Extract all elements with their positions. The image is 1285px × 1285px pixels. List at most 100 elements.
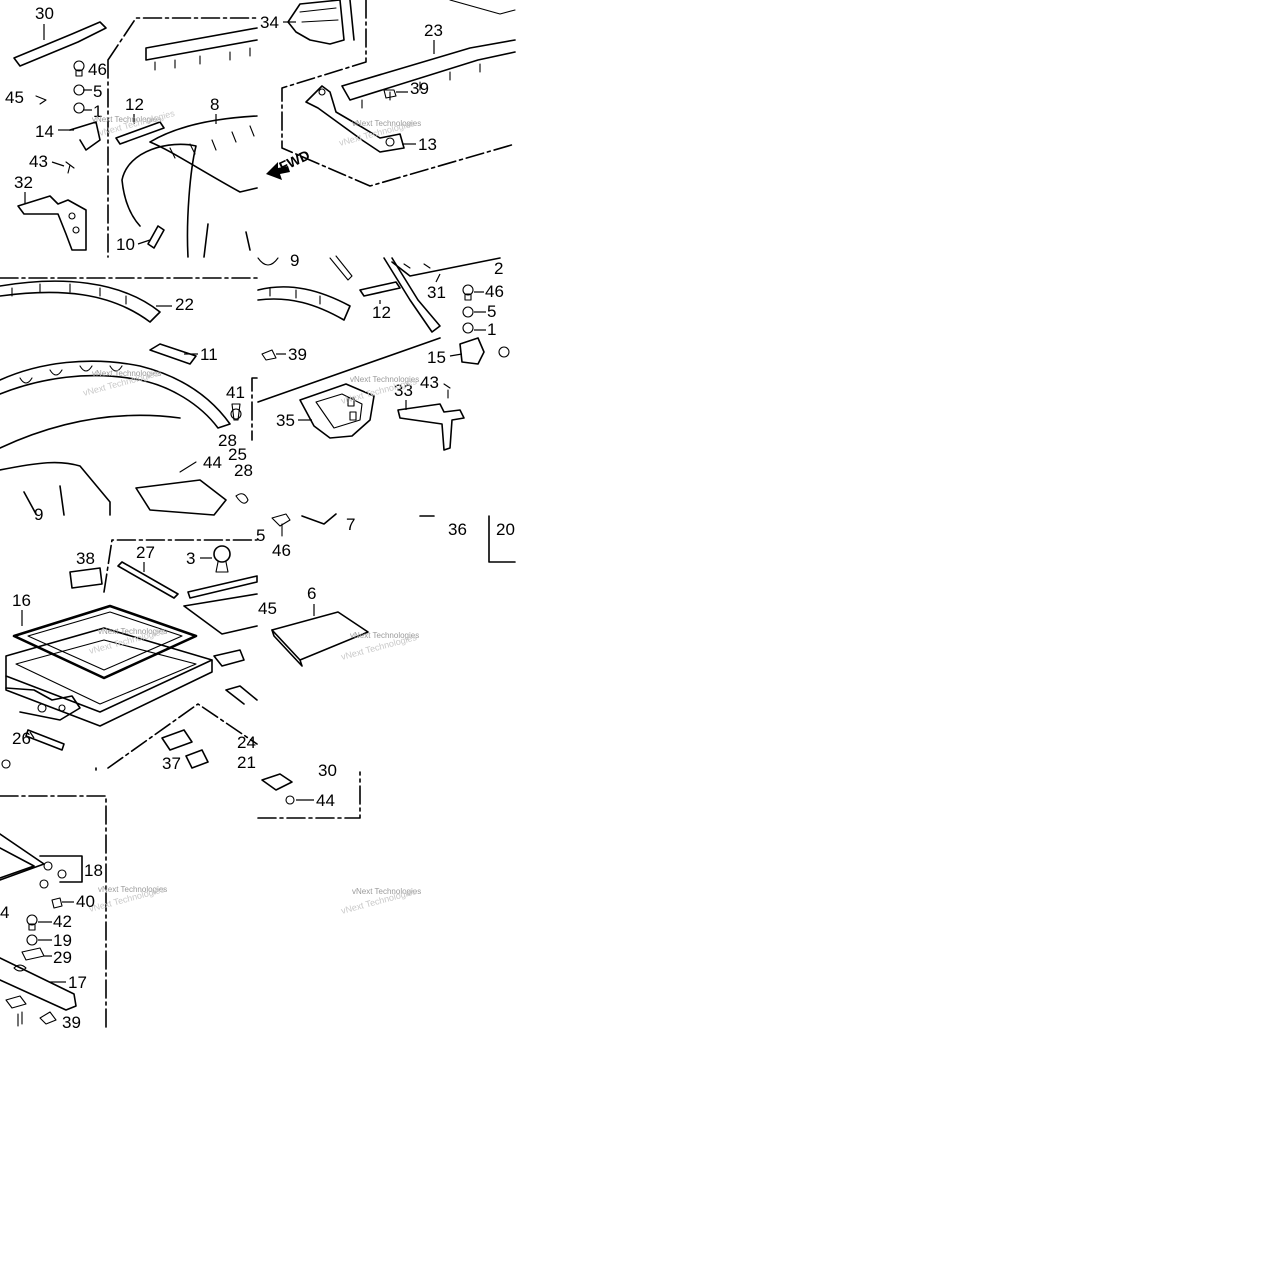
callout-label: 26: [12, 729, 31, 748]
diagram-tile-1: 30 46 5 1 45 14 12 8 43 32 10 vNext Tech…: [5, 4, 258, 258]
part-frame-arm: [0, 833, 45, 881]
callout-label: 46: [485, 282, 504, 301]
part-12-strip: [359, 281, 401, 297]
callout-label: 31: [427, 283, 446, 302]
callout-label: 39: [288, 345, 307, 364]
part-6-panel: [271, 611, 369, 661]
tile-2-drawing: FWD: [266, 0, 516, 187]
part-26-link: [25, 729, 65, 751]
tile-2-callouts: 34 23 39 13: [260, 13, 443, 154]
part-rail: [257, 286, 351, 321]
watermark-text: vNext Technologies: [98, 885, 167, 894]
part-11-strip: [149, 343, 197, 365]
callout-label: 39: [410, 79, 429, 98]
tile-1-callouts: 30 46 5 1 45 14 12 8 43 32 10: [5, 4, 219, 254]
tile-4-callouts: 9 2 31 46 12 5 1 39 15 43 35 33: [276, 251, 504, 430]
diagram-tile-3: 22 11 41 28 25 44 28 9 vNext Technologie…: [0, 277, 258, 524]
callout-label: 43: [420, 373, 439, 392]
callout-label: 30: [318, 761, 337, 780]
callout-label: 28: [218, 431, 237, 450]
tile-6-drawing: [257, 513, 516, 819]
callout-label: 2: [494, 259, 503, 278]
diagram-tile-7: 18 40 4 42 19 29 17 39 vNext Technologie…: [0, 795, 167, 1032]
part-15-bracket: [459, 337, 485, 365]
part-22-rail: [0, 280, 161, 323]
tile-3-drawing: [0, 277, 258, 516]
callout-label: 32: [14, 173, 33, 192]
callout-label: 5: [93, 82, 102, 101]
callout-label: 12: [125, 95, 144, 114]
tile-7-drawing: [0, 795, 107, 1029]
part-10-clip: [147, 225, 165, 249]
part-34-panel: [287, 0, 345, 45]
part-31-panel: [391, 257, 501, 277]
callout-label: 12: [372, 303, 391, 322]
fastener-stack: [35, 60, 85, 114]
section-border: [103, 539, 258, 593]
part-rail-frame: [145, 27, 258, 61]
callout-label: 28: [234, 461, 253, 480]
watermark: vNext Technologies vNext Technologies vN…: [340, 631, 421, 916]
callout-label: 35: [276, 411, 295, 430]
part-27-strip: [117, 561, 179, 599]
callout-label: 6: [307, 584, 316, 603]
callout-label: 36: [448, 520, 467, 539]
part-30-bracket: [13, 21, 107, 67]
section-border: [0, 795, 107, 1029]
part-roof-panel: [0, 360, 231, 429]
part-3-knob: [213, 545, 231, 563]
callout-label: 45: [258, 599, 277, 618]
section-border: [488, 515, 516, 563]
tile-5-callouts: 38 27 3 5 16 45 26 37 24 21: [12, 526, 277, 773]
callout-label: 46: [272, 541, 291, 560]
callout-label: 39: [62, 1013, 81, 1032]
watermark-text: vNext Technologies: [92, 369, 161, 378]
part-16-glass: [12, 604, 198, 680]
watermark-text: vNext Technologies: [352, 119, 421, 128]
callout-label: 38: [76, 549, 95, 568]
part-23-frame: [341, 39, 516, 101]
callout-label: 14: [35, 122, 54, 141]
callout-label: 5: [487, 302, 496, 321]
tile-6-callouts: 46 7 36 20 6 44 30: [272, 515, 515, 810]
watermark: vNext Technologies vNext Technologies: [88, 884, 167, 914]
part-17-arm: [0, 957, 77, 1011]
part-14-bracket: [69, 121, 101, 151]
callout-label: 5: [256, 526, 265, 545]
part-32-hinge: [17, 195, 87, 251]
part-13-linkage: [305, 85, 405, 153]
callout-label: 9: [290, 251, 299, 270]
callout-label: 15: [427, 348, 446, 367]
callout-label: 40: [76, 892, 95, 911]
watermark-text: vNext Technologies: [350, 375, 419, 384]
callout-label: 1: [487, 320, 496, 339]
callout-label: 33: [394, 381, 413, 400]
tile-7-callouts: 18 40 4 42 19 29 17 39: [0, 861, 103, 1032]
fwd-arrow-icon: [266, 162, 290, 180]
tile-4-drawing: [257, 255, 510, 451]
direction-label: FWD: [277, 147, 313, 175]
callout-label: 10: [116, 235, 135, 254]
watermark-text: vNext Technologies: [92, 115, 161, 124]
diagram-tile-4: 9 2 31 46 12 5 1 39 15 43 35 33 vNext Te…: [257, 251, 510, 451]
tile-5-drawing: [1, 539, 258, 771]
callout-label: 20: [496, 520, 515, 539]
part-33-bracket: [397, 403, 465, 451]
callout-label: 8: [210, 95, 219, 114]
part-sunroof-frame: [5, 627, 213, 713]
callout-label: 29: [53, 948, 72, 967]
section-border: [281, 0, 516, 187]
callout-label: 22: [175, 295, 194, 314]
part-8-roof-panel: [121, 115, 258, 258]
fastener-stack: [462, 284, 474, 334]
callout-label: 27: [136, 543, 155, 562]
callout-label: 4: [0, 903, 9, 922]
diagram-tile-2: FWD 34 23 39 13 vNext Technologies vNext…: [260, 0, 516, 187]
section-border: [257, 771, 361, 819]
callout-label: 44: [203, 453, 222, 472]
callout-label: 17: [68, 973, 87, 992]
callout-label: 3: [186, 549, 195, 568]
tile-1-drawing: [13, 17, 258, 258]
callout-label: 45: [5, 88, 24, 107]
